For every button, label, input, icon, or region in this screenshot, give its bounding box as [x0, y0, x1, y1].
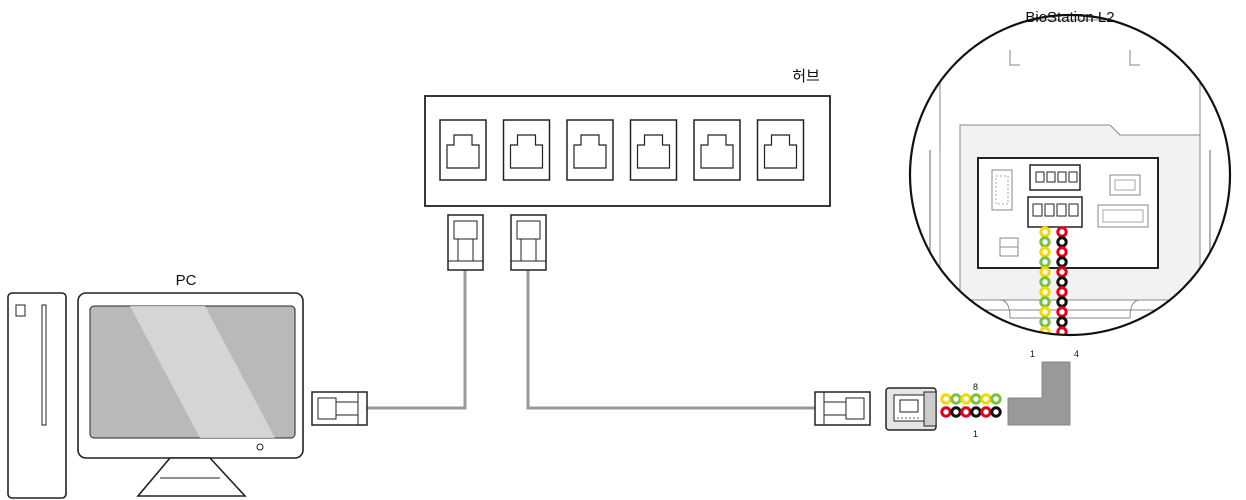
wire-bead [1039, 266, 1051, 278]
rj45-plug-hub-left [447, 214, 484, 271]
hub-port [439, 119, 487, 181]
wire-bead [1039, 276, 1051, 288]
hub-port [566, 119, 614, 181]
wire-bead [1039, 296, 1051, 308]
pc-tower-bay [15, 304, 26, 317]
wire-bead [960, 393, 972, 405]
wire-bead [940, 406, 952, 418]
hub-ports [439, 119, 805, 181]
twisted-wires-vertical [1039, 226, 1068, 356]
hub-port [756, 119, 805, 181]
pc-tower-slot [41, 304, 47, 426]
wire-bead [1056, 316, 1068, 328]
wire-bead [1056, 246, 1068, 258]
wire-bead [1039, 236, 1051, 248]
pc-monitor-stand [136, 457, 247, 497]
device-label: BioStation L2 [1025, 9, 1114, 26]
pc-label: PC [176, 272, 197, 289]
wire-bead [1056, 236, 1068, 248]
wire-bead [990, 393, 1002, 405]
rj45-plug-hub-right [510, 214, 547, 271]
wire-bead [1056, 266, 1068, 278]
rj45-plug-device [814, 391, 871, 426]
hub-port [629, 119, 678, 181]
pc-tower [7, 292, 67, 499]
wire-bead [1056, 276, 1068, 288]
wire-bead [960, 406, 972, 418]
device-pin-start-label: 1 [1030, 349, 1035, 359]
wire-bead [1039, 256, 1051, 268]
device-zoom: 1 4 BioStation L2 [908, 9, 1232, 359]
wire-bead [1039, 286, 1051, 298]
hub-group: 허브 [424, 68, 831, 207]
rj45-pin-bottom-label: 1 [973, 429, 978, 439]
device-connector-4pin [1027, 196, 1083, 228]
wire-bead [970, 393, 982, 405]
wire-bead [970, 406, 982, 418]
cables: 8 1 [311, 214, 1071, 439]
wire-bead [1058, 338, 1066, 346]
hub-port [502, 119, 551, 181]
wire-bead [1056, 286, 1068, 298]
wire-bead [1041, 348, 1049, 356]
wire-bead [980, 406, 992, 418]
cable-hub-to-device [526, 270, 815, 410]
wire-bead [1039, 316, 1051, 328]
wire-bead [1039, 306, 1051, 318]
wire-bead [950, 393, 962, 405]
wire-bead [990, 406, 1002, 418]
pc-screen-glare [130, 306, 275, 438]
wire-bead [1056, 296, 1068, 308]
wire-bead [1058, 348, 1066, 356]
wire-bead [940, 393, 952, 405]
wire-bead [1039, 226, 1051, 238]
pc-group: PC [7, 272, 304, 499]
rj45-pin-top-label: 8 [973, 382, 978, 392]
pc-power-led [256, 443, 264, 451]
cable-sleeve [1007, 361, 1071, 426]
device-pin-end-label: 4 [1074, 349, 1079, 359]
twisted-wires-horizontal [940, 393, 1002, 418]
wire-bead [1056, 226, 1068, 238]
rj45-plug-pc [311, 391, 368, 426]
wire-bead [1041, 338, 1049, 346]
wire-bead [950, 406, 962, 418]
wire-bead [1039, 246, 1051, 258]
cable-pc-to-hub [367, 270, 467, 410]
hub-label: 허브 [792, 68, 820, 85]
wire-bead [1056, 306, 1068, 318]
hub-port [693, 119, 741, 181]
wire-bead [1056, 256, 1068, 268]
wire-bead [980, 393, 992, 405]
rj45-jack [885, 387, 937, 431]
